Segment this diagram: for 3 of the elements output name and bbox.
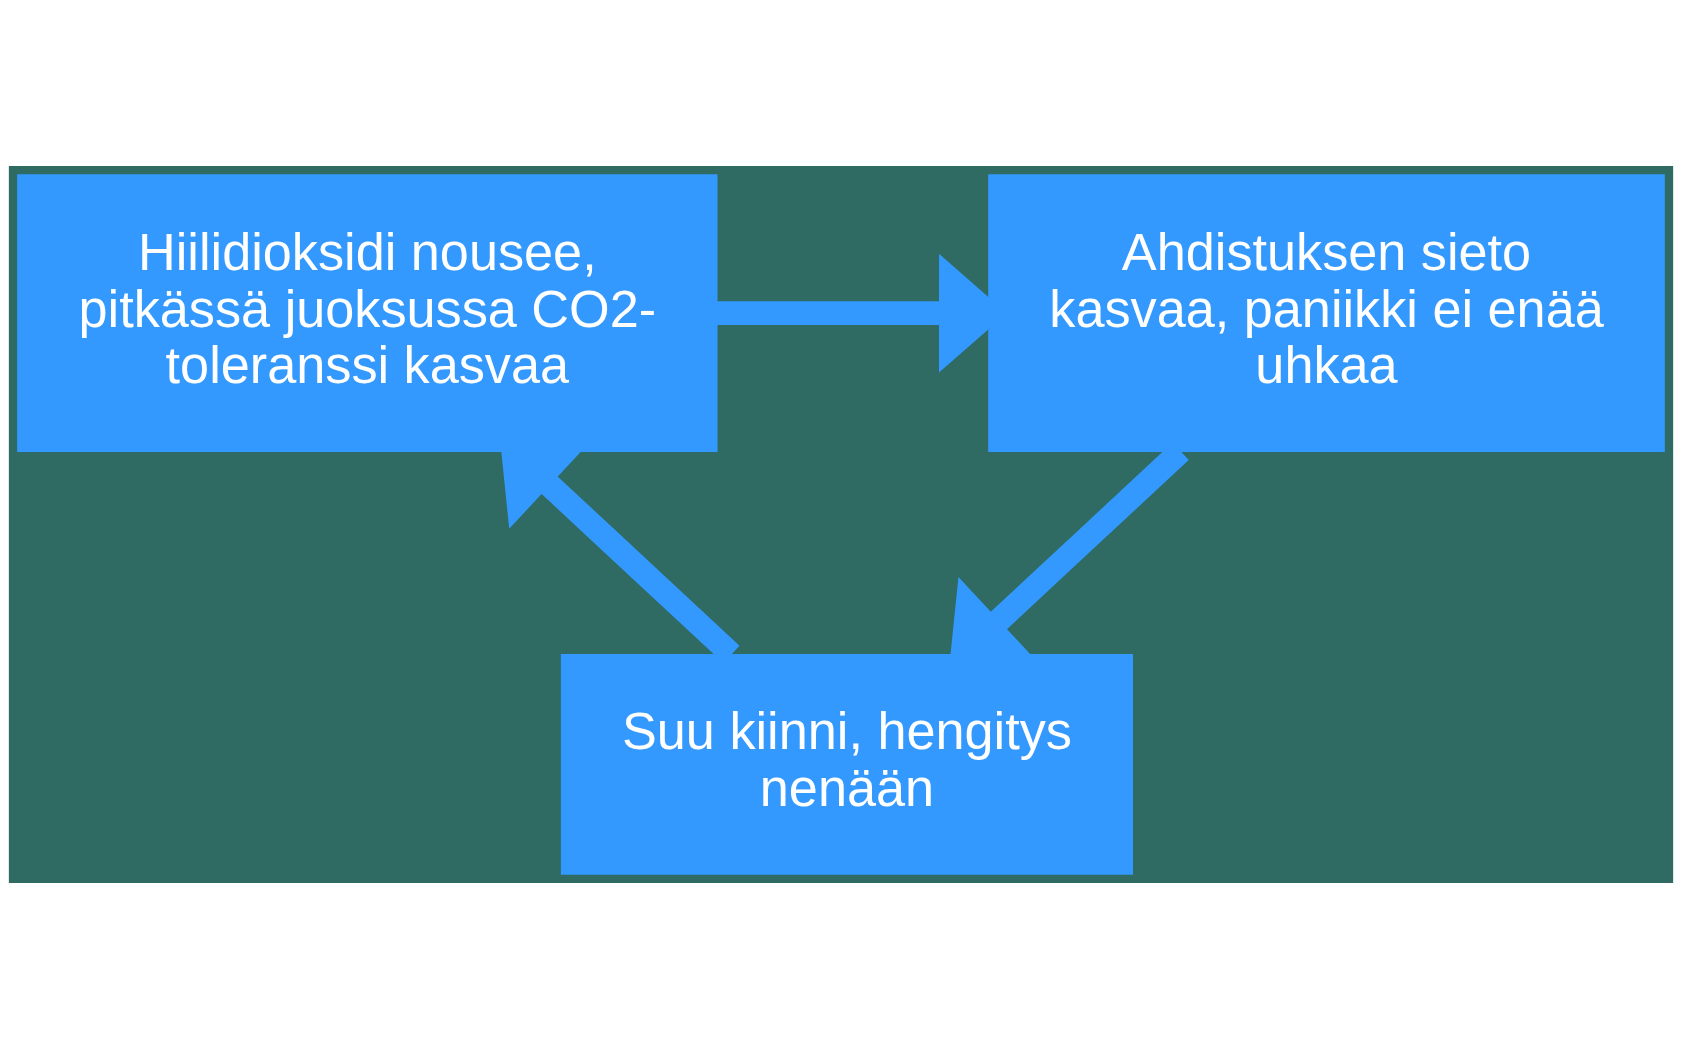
- node-box: Hiilidioksidi nousee, pitkässä juoksussa CO2- toleranssi kasvaa: [17, 173, 718, 452]
- node-box: Ahdistuksen sieto kasvaa, paniikki ei enää uhkaa: [988, 173, 1665, 452]
- node-box: Suu kiinni, hengitys nenään: [560, 653, 1134, 875]
